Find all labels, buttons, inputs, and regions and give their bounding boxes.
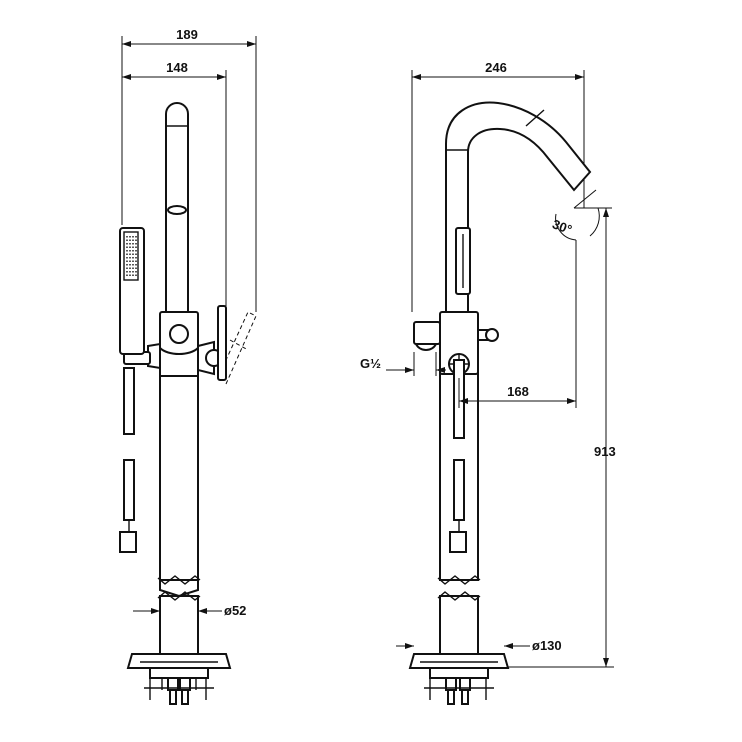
base-plate (126, 653, 232, 679)
mixer-block-hole (169, 324, 189, 344)
dim-g12: G½ (360, 352, 446, 376)
dim-246-label: 246 (485, 60, 507, 75)
dim-d130-label: ø130 (532, 638, 562, 653)
dim-168-label: 168 (507, 384, 529, 399)
dim-148-label: 148 (166, 60, 188, 75)
dim-148: 148 (122, 60, 227, 306)
dim-189-label: 189 (176, 27, 198, 42)
dim-g12-label: G½ (360, 356, 381, 371)
side-base-plate (408, 653, 510, 705)
dim-189: 189 (121, 27, 257, 312)
dim-d130: ø130 (396, 638, 562, 653)
lever-alt-position (225, 311, 257, 385)
front-view: 189 148 ø52 (119, 27, 257, 705)
angle-30: 30° (550, 189, 612, 241)
dim-168: 168 (458, 240, 577, 408)
dim-246: 246 (411, 60, 585, 312)
lower-tube (159, 595, 199, 655)
dim-d52-label: ø52 (224, 603, 246, 618)
dim-d52: ø52 (133, 603, 246, 618)
body-tube (159, 375, 199, 581)
side-view: 246 30° (360, 60, 616, 705)
side-hose (449, 459, 467, 553)
shower-outlet (167, 205, 187, 215)
hand-shower (119, 227, 145, 553)
lever-handle (217, 305, 227, 381)
dim-913-label: 913 (594, 444, 616, 459)
mounting-studs (144, 677, 214, 705)
angle-30-label: 30° (550, 216, 574, 237)
dim-913: 913 (500, 208, 616, 668)
